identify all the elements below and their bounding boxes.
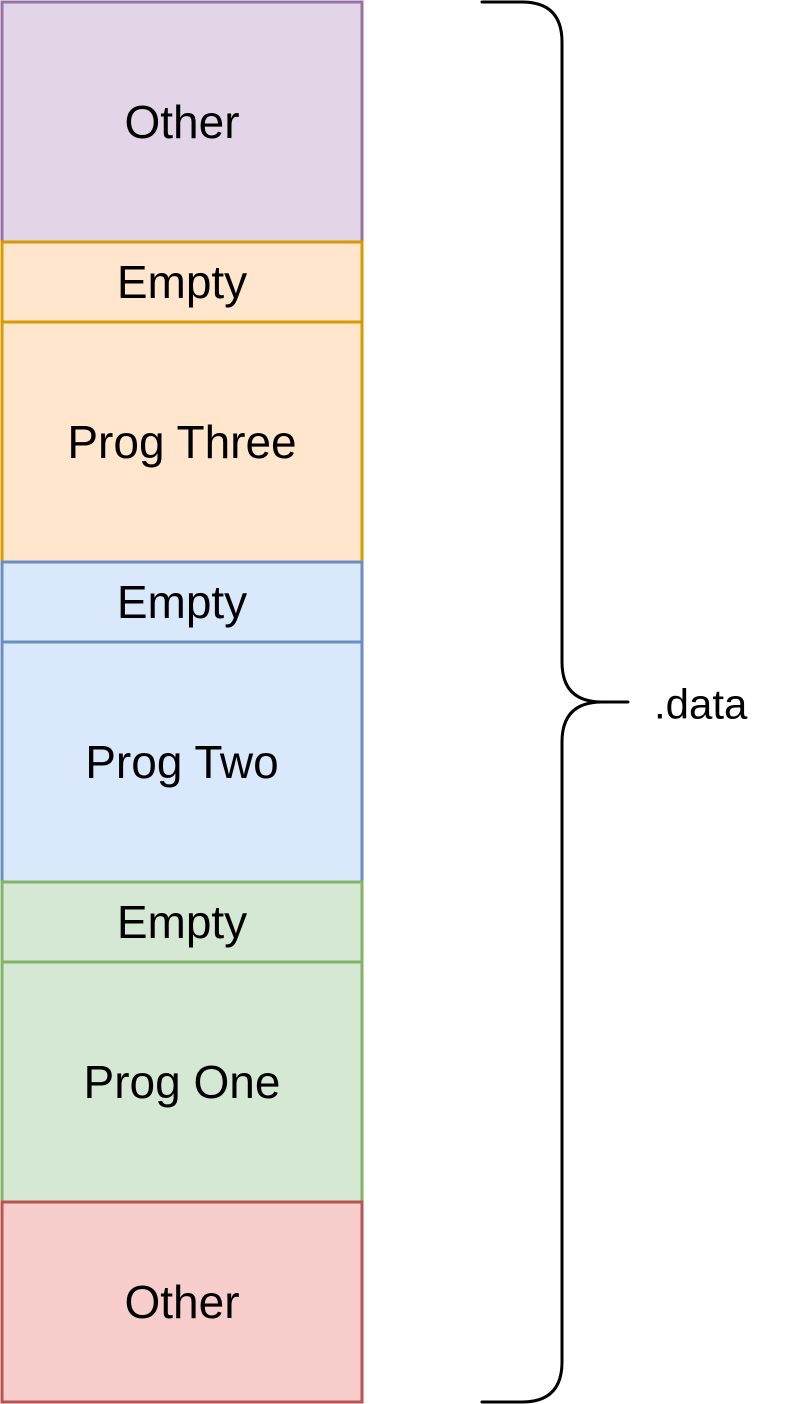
data-section-brace: .data: [480, 0, 748, 1404]
segment-label: Other: [124, 1276, 239, 1328]
segment-label: Empty: [117, 896, 247, 948]
segment-box: [0, 320, 364, 564]
segment-box: [0, 640, 364, 884]
segment-label: Empty: [117, 576, 247, 628]
segment-empty-three: Empty: [0, 240, 364, 324]
segment-label: Prog Two: [85, 736, 278, 788]
segment-other-bottom: Other: [0, 1200, 364, 1404]
segment-prog-three: Prog Three: [0, 320, 364, 564]
segment-box: [0, 0, 364, 244]
brace-label: .data: [654, 681, 748, 728]
segment-box: [0, 1200, 364, 1404]
segment-empty-two: Empty: [0, 560, 364, 644]
segment-label: Prog One: [84, 1056, 281, 1108]
segment-prog-two: Prog Two: [0, 640, 364, 884]
segment-label: Empty: [117, 256, 247, 308]
memory-stack: Other Empty Prog Three Empty Prog Two Em…: [0, 0, 364, 1404]
curly-brace-icon: [480, 0, 630, 1404]
segment-empty-one: Empty: [0, 880, 364, 964]
segment-box: [0, 240, 364, 324]
segment-box: [0, 560, 364, 644]
segment-label: Prog Three: [67, 416, 296, 468]
segment-box: [0, 880, 364, 964]
segment-label: Other: [124, 96, 239, 148]
segment-prog-one: Prog One: [0, 960, 364, 1204]
segment-other-top: Other: [0, 0, 364, 244]
